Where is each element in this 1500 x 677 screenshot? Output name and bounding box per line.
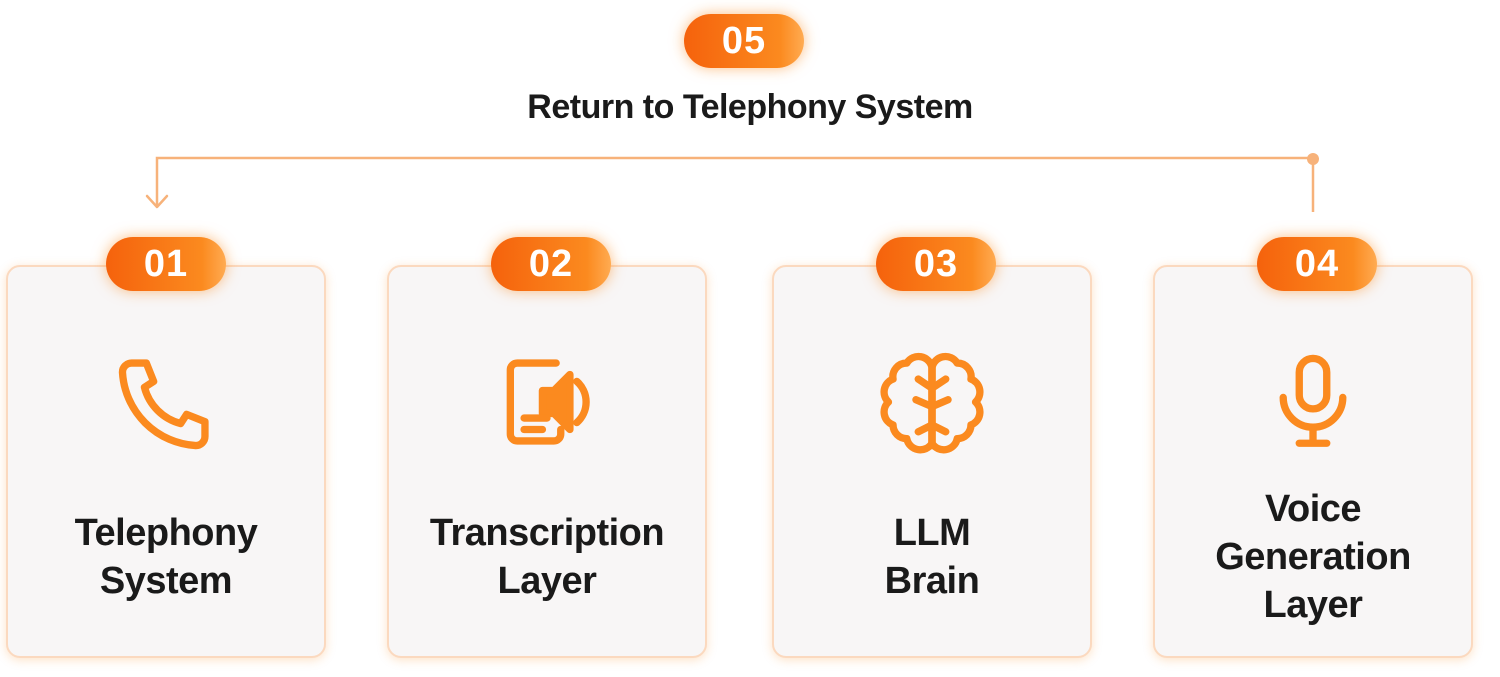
step-card-llm: LLM Brain bbox=[772, 265, 1092, 658]
step-4-badge: 04 bbox=[1257, 237, 1377, 291]
step-3-badge: 03 bbox=[876, 237, 996, 291]
brain-icon bbox=[877, 347, 987, 457]
step-card-telephony: Telephony System bbox=[6, 265, 326, 658]
transcript-speaker-icon bbox=[492, 347, 602, 457]
phone-icon bbox=[111, 347, 221, 457]
step-title: LLM Brain bbox=[884, 512, 980, 602]
step-title: Voice Generation Layer bbox=[1215, 488, 1411, 626]
microphone-icon bbox=[1258, 347, 1368, 457]
step-card-voice-generation: Voice Generation Layer bbox=[1153, 265, 1473, 658]
return-step-title: Return to Telephony System bbox=[527, 88, 973, 126]
step-1-badge: 01 bbox=[106, 237, 226, 291]
step-card-transcription: Transcription Layer bbox=[387, 265, 707, 658]
step-title: Transcription Layer bbox=[429, 512, 665, 602]
step-2-badge: 02 bbox=[491, 237, 611, 291]
step-5-badge: 05 bbox=[684, 14, 804, 68]
step-title: Telephony System bbox=[74, 512, 258, 602]
